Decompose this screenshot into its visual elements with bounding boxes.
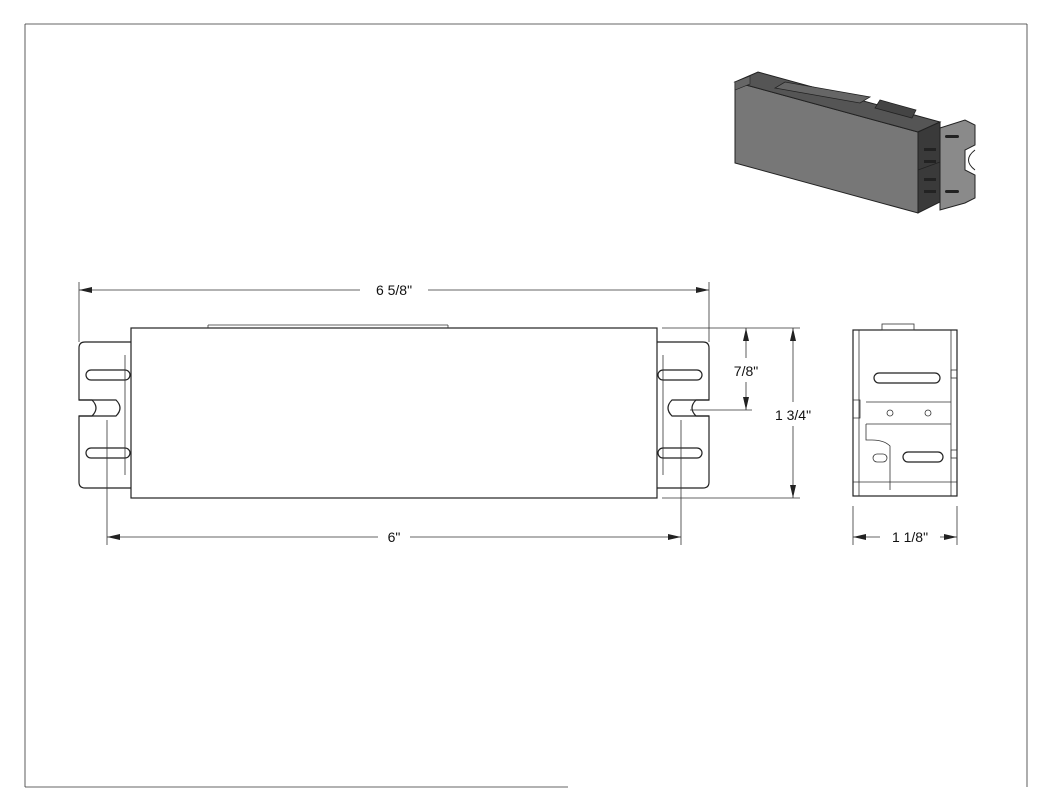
dimension-width-label: 1 1/8" xyxy=(892,529,928,545)
right-mounting-bracket xyxy=(657,341,710,489)
right-lower-slot xyxy=(657,447,703,459)
end-housing xyxy=(852,329,958,497)
dimension-slot-offset-label: 7/8" xyxy=(734,363,758,379)
hole-right xyxy=(924,409,932,417)
end-upper-slot xyxy=(873,372,941,384)
dimension-overall-length xyxy=(78,282,710,342)
end-lower-slot xyxy=(902,451,944,463)
front-view xyxy=(78,324,710,499)
left-lower-slot xyxy=(85,447,131,459)
housing-body xyxy=(130,327,658,499)
left-mounting-bracket xyxy=(78,341,131,489)
dimension-mounting-length-label: 6" xyxy=(388,529,401,545)
right-upper-slot xyxy=(657,369,703,381)
end-view xyxy=(852,323,958,497)
dimension-slot-offset xyxy=(662,327,752,411)
dimension-height xyxy=(662,327,800,499)
dimension-overall-length-label: 6 5/8" xyxy=(376,282,412,298)
dimension-width xyxy=(852,506,958,545)
left-upper-slot xyxy=(85,369,131,381)
dimension-height-label: 1 3/4" xyxy=(775,407,811,423)
dimension-mounting-length xyxy=(106,420,682,545)
hole-left xyxy=(886,409,894,417)
isometric-view xyxy=(733,71,976,214)
sheet-frame xyxy=(24,23,1028,788)
